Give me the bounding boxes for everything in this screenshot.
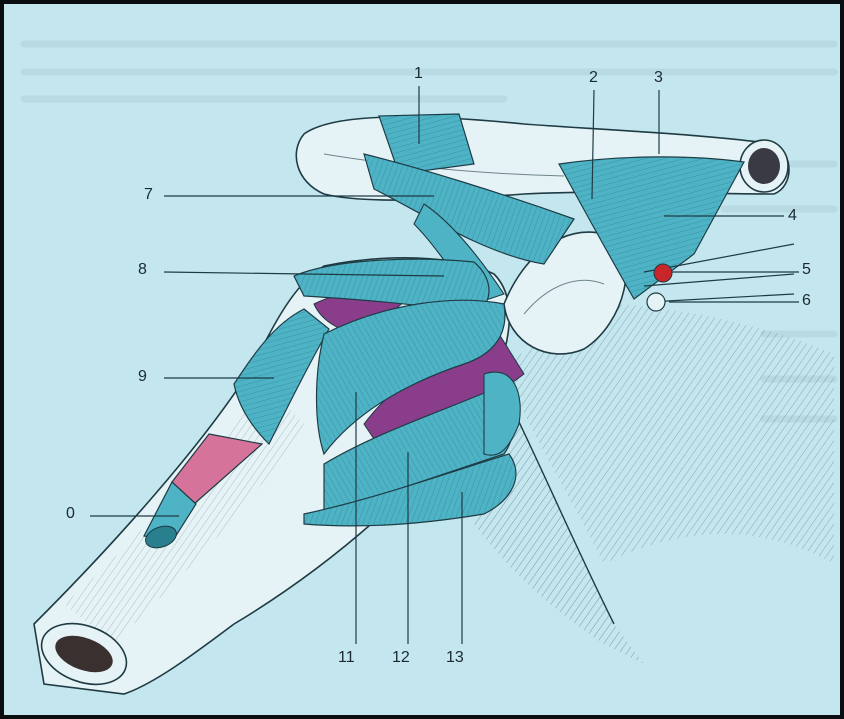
- scapula-region: [474, 304, 834, 664]
- label-9: 9: [138, 369, 147, 385]
- label-1: 1: [414, 66, 423, 82]
- label-12: 12: [392, 650, 410, 666]
- label-4: 4: [788, 208, 797, 224]
- label-2: 2: [589, 70, 598, 86]
- label-7: 7: [144, 187, 153, 203]
- shoulder-anatomy-illustration: [4, 4, 840, 715]
- label-3: 3: [654, 70, 663, 86]
- label-6: 6: [802, 293, 811, 309]
- label-8: 8: [138, 262, 147, 278]
- label-11: 11: [338, 650, 355, 666]
- label-0: 0: [66, 506, 75, 522]
- diagram-frame: 1 2 3 4 5 6 7 8 9 0 11 12 13: [4, 4, 840, 715]
- label-5: 5: [802, 262, 811, 278]
- label-13: 13: [446, 650, 464, 666]
